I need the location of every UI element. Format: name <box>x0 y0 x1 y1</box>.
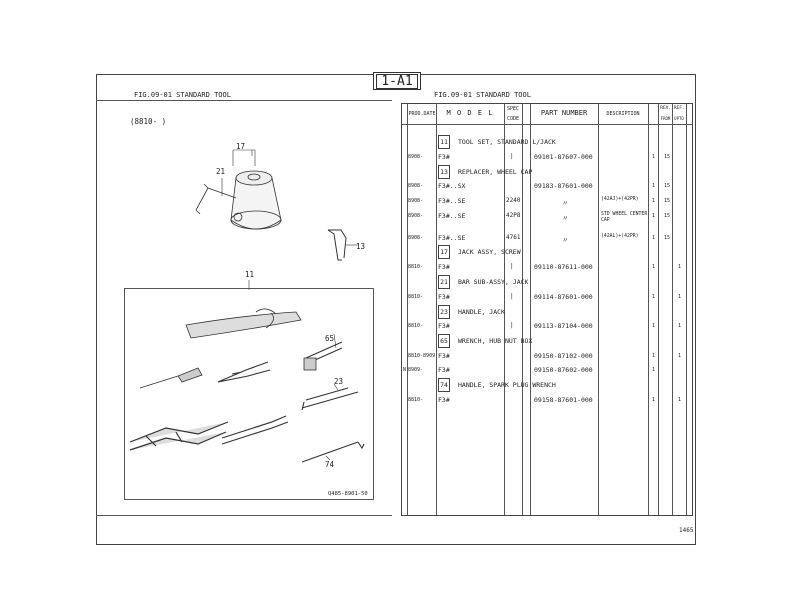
tool-bag-drawing <box>185 311 302 339</box>
right-title: FIG.09-01 STANDARD TOOL <box>434 91 531 99</box>
pantograph-jack-drawing <box>129 421 229 451</box>
callout-65: 65 <box>325 334 335 343</box>
header-part-number: PART NUMBER <box>540 109 588 117</box>
wheel-cap-replacer-drawing <box>327 229 347 261</box>
header-rev-ref: REV. REF. <box>660 106 685 111</box>
image-code: Q485-8901-50 <box>328 491 368 497</box>
screwdriver-drawing <box>139 367 203 389</box>
callout-21: 21 <box>216 167 226 176</box>
callout-74: 74 <box>325 460 335 469</box>
header-prod-date: PROD.DATE <box>408 111 436 117</box>
header-description: DESCRIPTION <box>606 111 640 117</box>
callout-17: 17 <box>236 142 246 151</box>
tool-illustration <box>129 149 365 463</box>
spark-plug-handle-drawing <box>301 441 365 463</box>
callout-23: 23 <box>334 377 344 386</box>
jack-handle-drawing <box>301 387 359 411</box>
left-bottom-rule <box>96 515 392 516</box>
parts-table: PROD.DATE M O D E L SPEC CODE PART NUMBE… <box>401 103 693 516</box>
tool-set-box <box>124 288 374 500</box>
header-from: FROM <box>660 116 671 121</box>
left-title: FIG.09-01 STANDARD TOOL <box>134 91 231 99</box>
left-title-rule <box>96 100 392 101</box>
pliers-drawing <box>217 361 271 383</box>
figure-tag: 1-A1 <box>373 72 421 90</box>
callout-11: 11 <box>245 270 255 279</box>
page-number: 1465 <box>679 527 694 534</box>
header-upto: UPTO <box>674 116 684 121</box>
header-model: M O D E L <box>446 109 494 117</box>
jack-bar-drawing <box>195 183 237 215</box>
date-range: (8810- ) <box>130 117 167 126</box>
header-spec: SPEC <box>506 106 520 112</box>
header-code: CODE <box>506 116 520 122</box>
adjustable-wrench-drawing <box>221 415 289 445</box>
callout-13: 13 <box>356 242 366 251</box>
